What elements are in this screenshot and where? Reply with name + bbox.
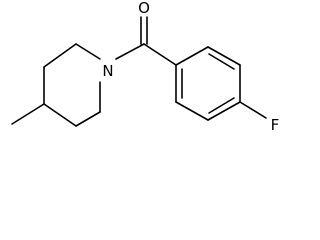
piperidine-ring <box>43 43 101 127</box>
bond-n-carbonyl <box>115 43 145 60</box>
carbonyl-double-bond <box>140 16 148 45</box>
bond-c2-c3 <box>43 43 77 68</box>
aromatic-inner-bond <box>208 53 235 70</box>
aromatic-inner-bond <box>208 97 235 114</box>
nitrogen-atom-label: N <box>102 62 113 80</box>
bond-aryl-fluorine <box>239 101 267 119</box>
fluorine-atom-label: F <box>271 116 280 134</box>
bond-carbonyl-aryl <box>143 43 177 66</box>
benzene-ring <box>175 46 241 121</box>
bond-c5-c6 <box>75 111 101 127</box>
bond-c4-c5 <box>43 103 77 127</box>
bond-n-c2 <box>75 43 101 60</box>
chemical-structure-diagram: N O F <box>11 0 280 134</box>
methyl-bond <box>11 103 45 125</box>
oxygen-atom-label: O <box>138 0 150 17</box>
